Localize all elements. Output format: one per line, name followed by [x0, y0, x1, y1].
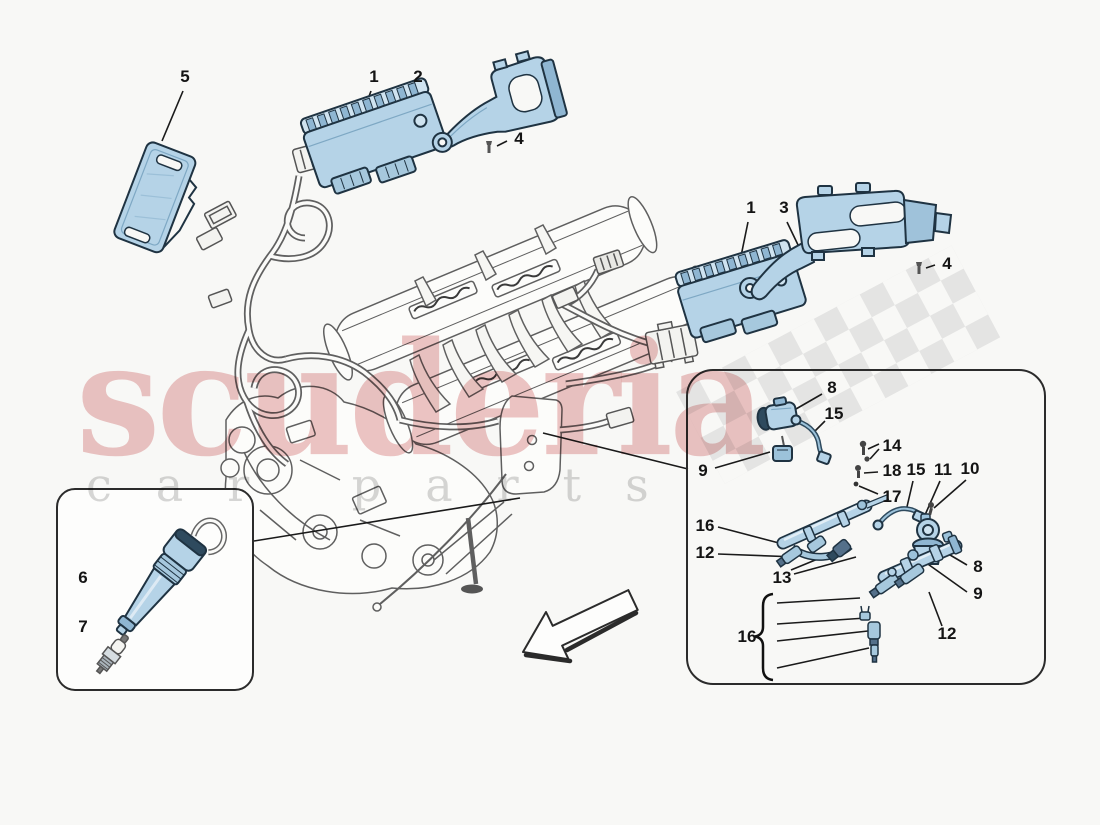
callout-16-rail: 16	[695, 516, 715, 535]
bolt-10	[928, 502, 934, 516]
engine-block	[220, 385, 498, 595]
callout-13: 13	[772, 568, 792, 587]
nut-9	[907, 549, 919, 561]
sensor-13	[825, 538, 852, 563]
callout-5: 5	[180, 67, 190, 86]
callout-4-top: 4	[514, 129, 524, 148]
fuel-rail-right	[868, 518, 963, 599]
callout-12-left: 12	[695, 543, 715, 562]
callout-14: 14	[882, 436, 902, 455]
callout-17: 17	[882, 487, 902, 506]
callout-4-right: 4	[942, 254, 952, 273]
callout-1-right: 1	[746, 198, 756, 217]
callout-15-upper: 15	[824, 404, 844, 423]
callout-15-lower: 15	[906, 460, 926, 479]
callout-3: 3	[779, 198, 789, 217]
injector-clip	[859, 605, 871, 621]
callout-8-lower: 8	[973, 557, 983, 576]
pressure-pump-8	[756, 396, 799, 431]
fuel-pipe-15-upper	[790, 414, 832, 465]
callout-2: 2	[413, 67, 423, 86]
ecu-module-1-top	[299, 77, 448, 195]
callout-18: 18	[882, 461, 902, 480]
screw-4-top	[486, 141, 492, 153]
control-module-5	[113, 141, 198, 254]
callout-brace-16	[754, 592, 774, 682]
callout-16-group: 16	[737, 627, 757, 646]
checkered-flag-watermark	[676, 245, 1001, 484]
callout-8-upper: 8	[827, 378, 837, 397]
callout-1-top: 1	[369, 67, 379, 86]
engine-mount-plate	[433, 395, 563, 575]
fuel-pipe-15-lower	[872, 506, 927, 531]
sensor-9	[772, 435, 793, 462]
inset-box-injection	[686, 369, 1046, 685]
engine-stand-rod	[372, 473, 507, 612]
fuel-rail-left	[775, 494, 890, 568]
bolt-14	[859, 440, 870, 462]
ignition-coil-6	[115, 517, 228, 636]
engine-illustration	[195, 141, 722, 612]
screw-4-right	[916, 262, 922, 274]
direction-arrow	[522, 589, 639, 664]
callout-9-left: 9	[698, 461, 708, 480]
ecu-bracket-2	[431, 49, 568, 153]
ball-17	[853, 481, 859, 487]
callout-11: 11	[934, 460, 952, 479]
intake-plenum-upper	[323, 196, 658, 381]
callout-7: 7	[78, 617, 88, 636]
ecu-bracket-3	[739, 182, 953, 301]
callout-12-right: 12	[937, 624, 957, 643]
spark-plug-7	[95, 634, 129, 675]
callout-10: 10	[960, 459, 980, 478]
callout-6: 6	[78, 568, 88, 587]
fuel-injector-single	[867, 621, 881, 663]
callout-9-right: 9	[973, 584, 983, 603]
bolt-18	[855, 465, 861, 478]
